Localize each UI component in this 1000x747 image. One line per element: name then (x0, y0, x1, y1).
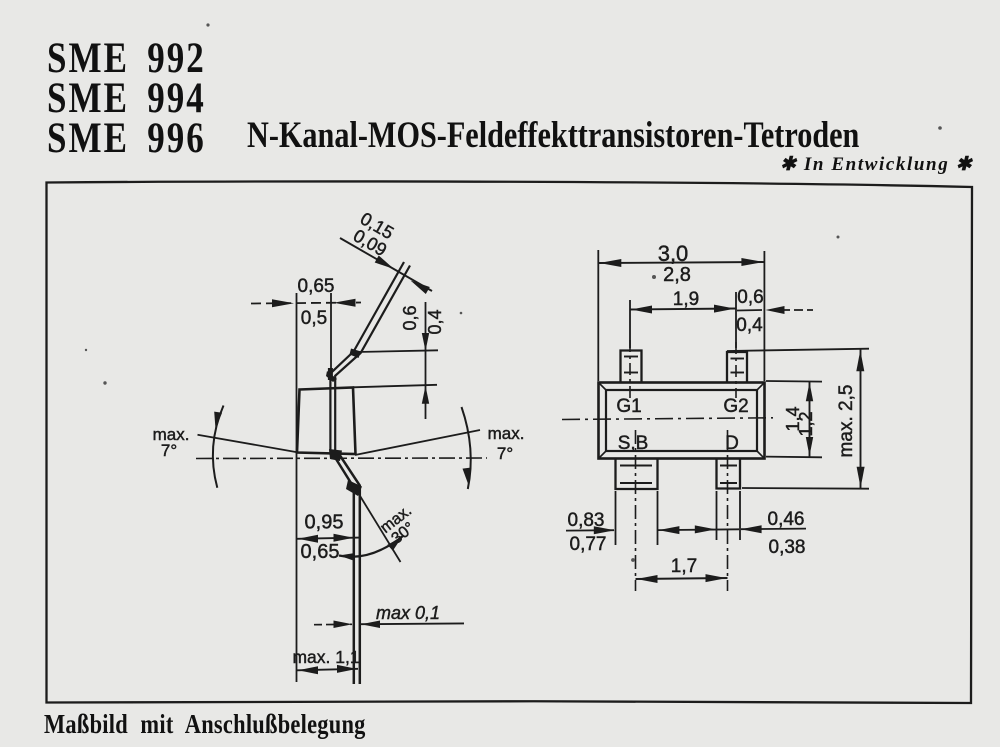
svg-text:0,46: 0,46 (768, 509, 805, 530)
svg-text:0,6: 0,6 (737, 287, 763, 308)
svg-text:7°: 7° (161, 441, 177, 460)
svg-text:0,38: 0,38 (769, 537, 806, 558)
svg-text:1,2: 1,2 (796, 411, 816, 436)
svg-text:G2: G2 (723, 396, 748, 417)
svg-text:0,83: 0,83 (568, 510, 605, 531)
svg-text:2,8: 2,8 (663, 264, 691, 286)
svg-text:0,65: 0,65 (298, 276, 335, 297)
svg-text:max. 2,5: max. 2,5 (836, 385, 857, 458)
svg-text:7°: 7° (497, 444, 513, 463)
svg-text:0,65: 0,65 (301, 541, 340, 563)
svg-text:D: D (725, 433, 739, 454)
svg-text:G1: G1 (616, 396, 641, 417)
svg-text:3,0: 3,0 (658, 241, 689, 266)
svg-text:1,4: 1,4 (783, 406, 803, 431)
svg-text:0,4: 0,4 (425, 309, 445, 334)
svg-text:0,5: 0,5 (301, 308, 327, 329)
svg-text:1,7: 1,7 (671, 556, 697, 577)
svg-text:0,77: 0,77 (570, 534, 607, 555)
svg-text:max. 1,1: max. 1,1 (292, 647, 359, 667)
svg-text:0,4: 0,4 (736, 315, 763, 336)
svg-text:0,6: 0,6 (400, 305, 420, 330)
svg-text:max 0,1: max 0,1 (376, 603, 440, 623)
svg-text:max.: max. (488, 424, 525, 443)
svg-text:max.: max. (153, 425, 190, 444)
svg-text:1,9: 1,9 (673, 289, 699, 310)
svg-text:0,95: 0,95 (305, 512, 344, 534)
svg-text:S,B: S,B (618, 433, 649, 454)
